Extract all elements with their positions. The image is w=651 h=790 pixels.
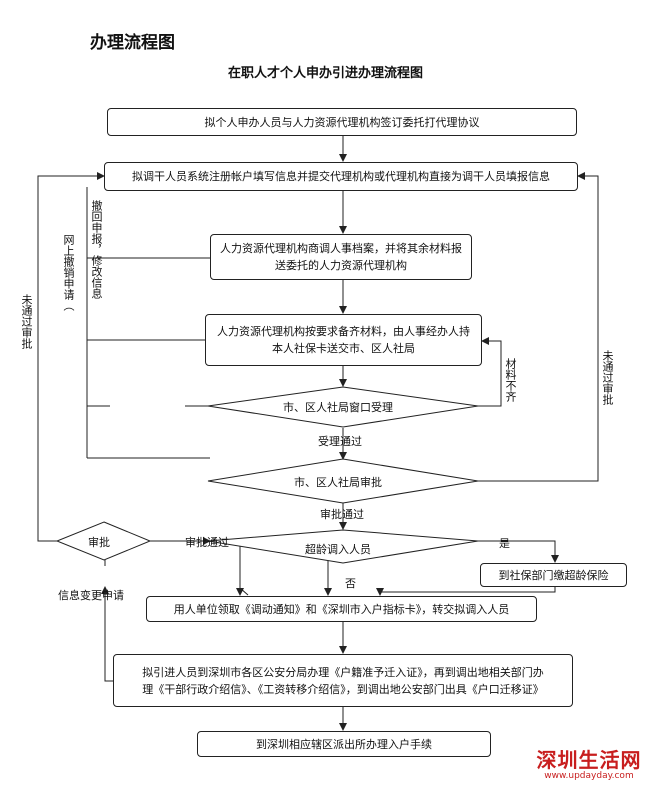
decision-review-shape <box>55 521 152 561</box>
watermark-url: www.updayday.com <box>544 771 634 781</box>
online-cancel-label: 网上撤销申请（ <box>62 234 75 311</box>
not-approved-left-line <box>37 172 105 542</box>
step4-box: 人力资源代理机构按要求备齐材料，由人事经办人持本人社保卡送交市、区人社局 <box>205 314 482 366</box>
step7-box: 到深圳相应辖区派出所办理入户手续 <box>197 731 491 757</box>
not-approved-right-label: 未通过审批 <box>601 350 614 405</box>
watermark-text: 深圳生活网 <box>536 748 642 772</box>
step2-box: 拟调干人员系统注册帐户填写信息并提交代理机构或代理机构直接为调干人员填报信息 <box>104 162 578 191</box>
step6-line1: 拟引进人员到深圳市各区公安分局办理《户籍准予迁入证》，再到调出地相关部门办 <box>142 665 544 679</box>
review-down-line <box>239 541 249 596</box>
material-incomplete-label: 材料不齐 <box>504 358 517 402</box>
flow-title: 在职人才个人申办引进办理流程图 <box>227 66 423 81</box>
step1-box: 拟个人申办人员与人力资源代理机构签订委托打代理协议 <box>107 108 577 136</box>
yes-line <box>478 540 559 563</box>
decision-window-shape <box>207 386 479 428</box>
decision-review-text: 审批 <box>88 536 110 549</box>
info-change-label: 信息变更申请 <box>58 589 124 602</box>
yes-label: 是 <box>499 537 510 550</box>
insurance-box: 到社保部门缴超龄保险 <box>480 563 627 587</box>
withdraw-line <box>86 187 210 259</box>
step5-box: 用人单位领取《调动通知》和《深圳市入户指标卡》，转交拟调入人员 <box>146 596 537 622</box>
withdraw-label: 撤回申报，修改信息 <box>90 200 103 299</box>
approved-label: 审批通过 <box>320 508 364 521</box>
decision-window-text: 市、区人社局窗口受理 <box>283 401 393 414</box>
decision-approval-text: 市、区人社局审批 <box>294 476 382 489</box>
not-approved-left-label: 未通过审批 <box>20 294 33 349</box>
step3-box: 人力资源代理机构商调人事档案，并将其余材料报送委托的人力资源代理机构 <box>210 234 472 280</box>
insurance-to-step5 <box>376 587 556 596</box>
no-label: 否 <box>345 577 356 590</box>
decision-exceed-text: 超龄调入人员 <box>305 543 371 556</box>
page-title: 办理流程图 <box>90 33 175 53</box>
material-loop-line <box>475 337 502 407</box>
not-approved-right-line <box>477 172 599 482</box>
decision-approval-shape <box>207 458 479 504</box>
info-change-line <box>101 586 113 682</box>
accepted-label: 受理通过 <box>318 435 362 448</box>
step6-box: 拟引进人员到深圳市各区公安分局办理《户籍准予迁入证》，再到调出地相关部门办 理《… <box>113 654 573 707</box>
site-watermark: 深圳生活网 www.updayday.com <box>530 744 648 781</box>
step6-line2: 理《干部行政介绍信》、《工资转移介绍信》，到调出地公安部门出具《户口迁移证》 <box>142 682 544 696</box>
review-passed-label: 审批通过 <box>185 536 229 549</box>
decision-exceed-shape <box>207 529 479 564</box>
